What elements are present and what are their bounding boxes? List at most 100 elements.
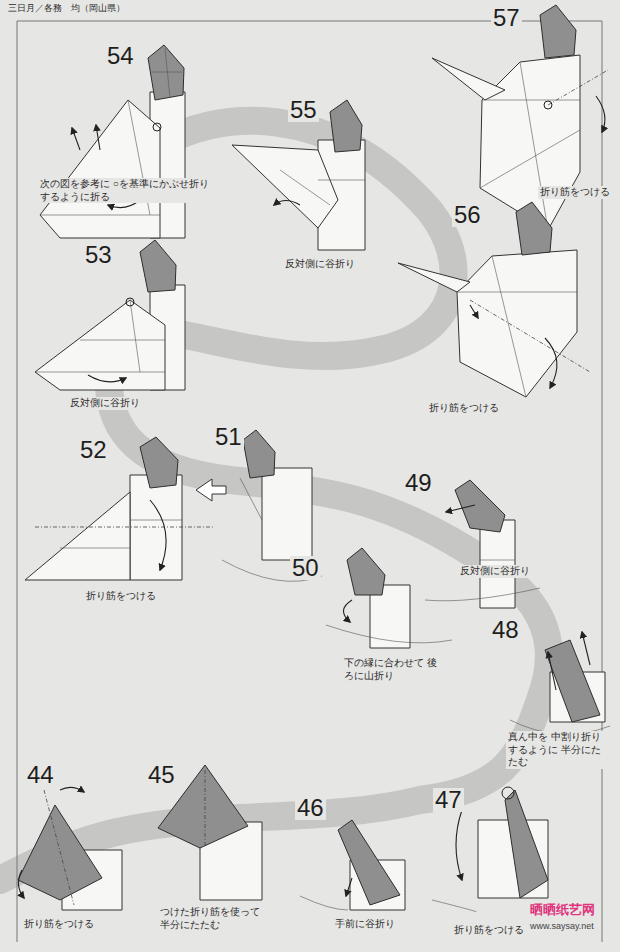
step-55-figure (232, 100, 365, 250)
step-number: 51 (213, 425, 244, 449)
step-55-figure (274, 201, 300, 206)
instruction-text: 折り筋をつける (538, 186, 612, 199)
step-47-figure (432, 787, 548, 912)
step-48-figure (582, 632, 590, 665)
step-number: 47 (433, 788, 464, 812)
step-56-figure (457, 250, 577, 397)
step-52-figure (25, 437, 215, 580)
step-number: 46 (295, 796, 326, 820)
step-number: 52 (78, 438, 109, 462)
page-header: 三日月／各務 均（岡山県） (6, 3, 127, 14)
step-44-figure (60, 787, 84, 792)
step-57-figure (432, 58, 505, 100)
step-56-figure (398, 202, 590, 397)
step-52-figure (130, 475, 182, 580)
step-54-figure (40, 100, 160, 238)
step-53-figure (35, 300, 165, 390)
step-50-figure (343, 600, 352, 622)
step-52-figure (140, 437, 178, 488)
step-56-figure (516, 202, 552, 255)
step-50-figure (326, 548, 452, 648)
step-53-figure (88, 375, 126, 382)
step-49-figure (425, 480, 540, 608)
step-46-figure (346, 878, 352, 896)
step-49-figure (446, 505, 475, 512)
step-number: 56 (452, 203, 483, 227)
instruction-text: 真ん中を 中割り折りするように 半分にたたむ (506, 731, 610, 769)
step-53-figure (140, 240, 176, 292)
instruction-text: 手前に谷折り (333, 918, 397, 931)
step-51-figure (243, 430, 275, 478)
step-46-figure (300, 896, 348, 910)
step-49-figure (455, 480, 505, 532)
step-54-figure (152, 48, 182, 98)
instruction-text: 下の縁に合わせて 後ろに山折り (342, 657, 441, 682)
step-57-figure (540, 5, 576, 58)
page-frame (17, 21, 602, 942)
step-number: 45 (146, 763, 177, 787)
next-arrow (196, 479, 226, 501)
instruction-text: つけた折り筋を使って 半分にたたむ (158, 906, 272, 931)
step-number: 50 (290, 556, 321, 580)
step-52-figure (35, 527, 215, 528)
watermark: 晒晒纸艺网 (528, 902, 597, 918)
step-52-figure (25, 492, 130, 580)
step-48-figure (510, 632, 610, 734)
step-54-figure (153, 123, 161, 131)
step-57-figure (544, 101, 552, 109)
instruction-text: 次の図を参考に ○を基準にかぶせ折りするように折る (38, 178, 220, 203)
step-number: 54 (105, 44, 136, 68)
step-54-figure (40, 45, 185, 238)
instruction-text: 折り筋をつける (427, 402, 501, 415)
step-44-figure (18, 787, 122, 910)
step-53-figure (35, 240, 185, 390)
step-47-figure (432, 900, 476, 912)
step-56-figure (545, 338, 557, 388)
step-56-figure (470, 305, 478, 318)
instruction-text: 折り筋をつける (22, 918, 96, 931)
step-53-figure (126, 298, 134, 306)
step-51-figure (222, 478, 322, 581)
instruction-text: 折り筋をつける (84, 590, 158, 603)
step-49-figure (480, 520, 515, 608)
step-47-figure (505, 790, 548, 898)
instruction-text: 反対側に谷折り (68, 397, 142, 410)
instruction-text: 折り筋をつける (452, 924, 526, 937)
step-46-figure (338, 820, 400, 905)
step-number: 57 (491, 6, 522, 30)
step-48-figure (548, 652, 556, 690)
step-54-figure (148, 45, 184, 100)
step-number: 48 (490, 618, 521, 642)
step-56-figure (398, 263, 470, 292)
step-46-figure (300, 820, 405, 910)
step-50-figure (347, 548, 385, 595)
step-55-figure (232, 145, 338, 228)
watermark-url: www.saysay.net (528, 921, 596, 932)
step-57-figure (596, 96, 605, 132)
step-47-figure (456, 810, 462, 880)
step-45-figure (205, 770, 206, 845)
step-54-figure (72, 128, 80, 150)
step-53-figure (35, 300, 165, 372)
step-51-figure (262, 468, 312, 560)
step-52-figure (150, 500, 166, 570)
step-55-figure (280, 170, 365, 205)
step-47-figure (502, 787, 514, 799)
step-number: 55 (288, 98, 319, 122)
instruction-text: 反対側に谷折り (458, 565, 532, 578)
step-49-figure (425, 560, 540, 601)
step-44-figure (18, 870, 24, 898)
step-54-figure (96, 125, 100, 150)
step-56-figure (457, 256, 577, 397)
instruction-text: 反対側に谷折り (283, 258, 357, 271)
step-number: 49 (403, 471, 434, 495)
step-55-figure (330, 100, 362, 152)
step-number: 44 (25, 763, 56, 787)
step-50-figure (326, 625, 452, 643)
step-44-figure (44, 790, 74, 905)
step-51-figure (222, 430, 322, 581)
step-48-figure (545, 640, 600, 722)
step-number: 53 (83, 243, 114, 267)
step-56-figure (470, 300, 590, 372)
